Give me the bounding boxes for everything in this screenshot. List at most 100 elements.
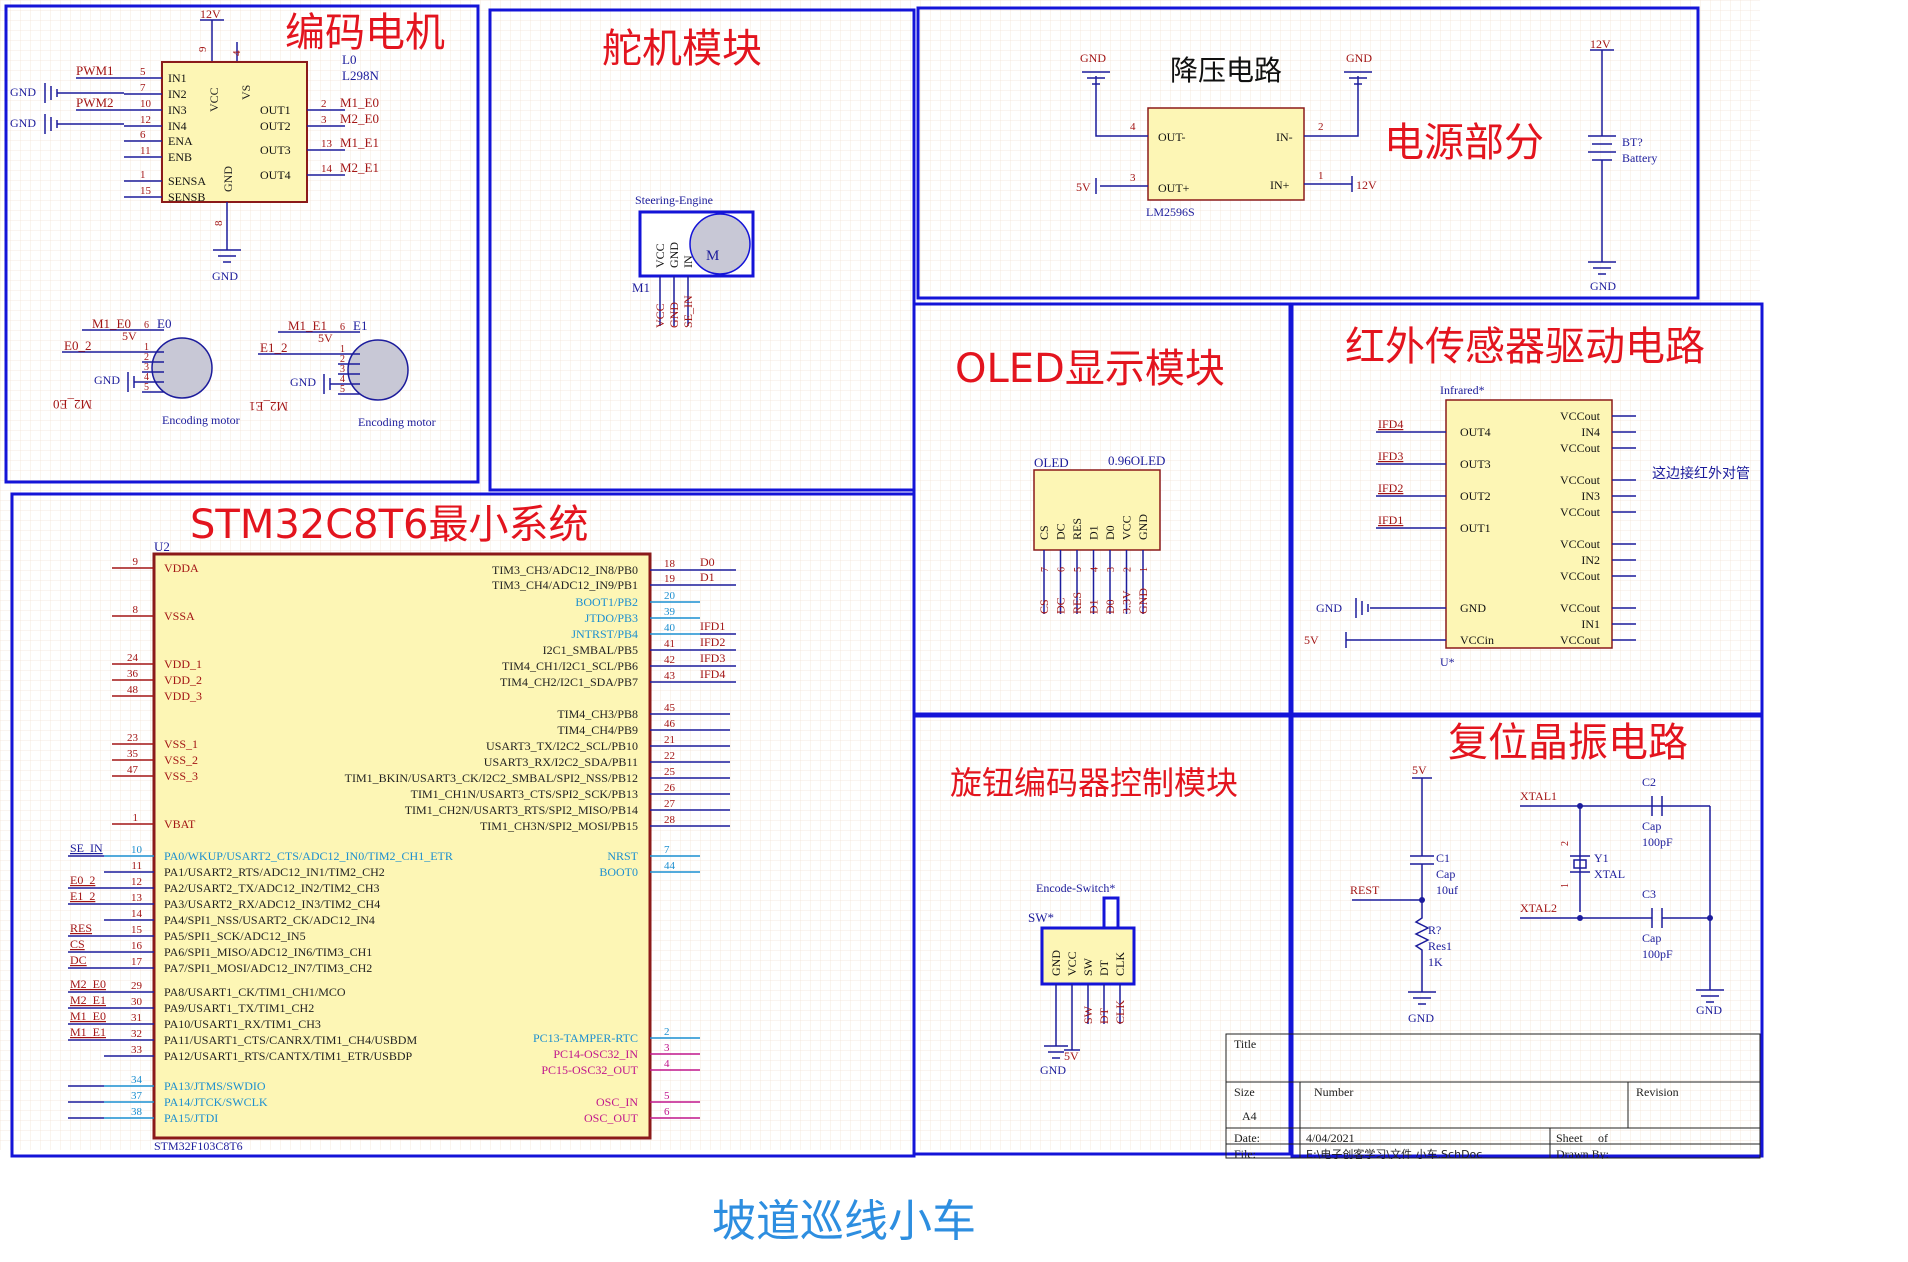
section-frame: [4, 4, 480, 484]
pin-number: 39: [664, 606, 676, 618]
lm2596-chip: [1147, 107, 1305, 201]
pin-name: PA14/JTCK/SWCLK: [164, 1095, 268, 1109]
pin-name: IN4: [1581, 425, 1600, 439]
pin-name: SW: [1081, 957, 1095, 976]
net-label: D1: [1087, 599, 1101, 614]
net-label: IFD1: [700, 619, 725, 633]
svg-text:C2: C2: [1642, 775, 1656, 789]
net-label: PWM2: [76, 95, 114, 110]
svg-text:GND: GND: [1696, 1003, 1722, 1017]
svg-text:GND: GND: [10, 116, 36, 130]
mcu-part: STM32F103C8T6: [154, 1139, 243, 1153]
pin-name: SENSA: [168, 174, 206, 188]
pin-number: 17: [131, 956, 143, 968]
net-label: DC: [70, 953, 87, 967]
pin-name: TIM4_CH2/I2C1_SDA/PB7: [500, 675, 638, 689]
svg-text:XTAL1: XTAL1: [1520, 789, 1557, 803]
of-label: of: [1598, 1131, 1608, 1145]
pin-name: VSS_1: [164, 737, 198, 751]
servo-section: 舵机模块 Steering-Engine M VCCVCCGNDGNDINSE_…: [488, 8, 916, 492]
pin-number: 45: [664, 702, 676, 714]
pin-name: TIM4_CH3/PB8: [557, 707, 638, 721]
net-label: GND: [667, 302, 681, 328]
section-title: OLED显示模块: [955, 346, 1225, 392]
pin-name: PA13/JTMS/SWDIO: [164, 1079, 266, 1093]
section-frame: [916, 6, 1700, 300]
motor-icon: [347, 339, 409, 401]
pin-name: PA8/USART1_CK/TIM1_CH1/MCO: [164, 985, 346, 999]
pin-number: 6: [144, 320, 149, 331]
svg-text:GND: GND: [1080, 51, 1106, 65]
svg-text:Y1: Y1: [1594, 851, 1609, 865]
oled-part: 0.96OLED: [1108, 453, 1165, 468]
pin-name: IN1: [168, 71, 187, 85]
pin-number: 3: [144, 362, 149, 373]
pin-number: 35: [127, 748, 139, 760]
pin-number: 1: [133, 812, 139, 824]
pin-number: 19: [664, 573, 676, 585]
pin-name: IN2: [168, 87, 187, 101]
svg-text:5V: 5V: [1412, 763, 1427, 777]
svg-text:2: 2: [1560, 841, 1571, 846]
pin-name: VCCout: [1560, 601, 1601, 615]
pin-number: 4: [1090, 567, 1101, 572]
pin-name: PA4/SPI1_NSS/USART2_CK/ADC12_IN4: [164, 913, 375, 927]
net-label: M1_E0: [92, 316, 131, 331]
pin-name: I2C1_SMBAL/PB5: [543, 643, 638, 657]
net-label: GND: [94, 373, 120, 387]
svg-text:LM2596S: LM2596S: [1146, 205, 1195, 219]
svg-text:4: 4: [1130, 121, 1136, 133]
pin-name: JNTRST/PB4: [571, 627, 638, 641]
pin-number: 8: [133, 604, 139, 616]
pin-name: VSS_3: [164, 769, 198, 783]
svg-text:4: 4: [231, 50, 243, 56]
l298n-chip: [161, 61, 308, 203]
pin-name: JTDO/PB3: [585, 611, 638, 625]
pin-name: USART3_RX/I2C2_SDA/PB11: [484, 755, 638, 769]
pin-name: RES: [1070, 518, 1084, 540]
pin-number: 3: [321, 114, 327, 126]
pin-name: GND: [1136, 514, 1150, 540]
power-section: 电源部分 降压电路 OUT- OUT+ IN- IN+ LM2596S 4 3 …: [916, 6, 1700, 300]
svg-text:OUT+: OUT+: [1158, 181, 1190, 195]
gnd-label: GND: [212, 269, 238, 283]
knob-ref: SW*: [1028, 910, 1054, 925]
section-title: 电源部分: [1384, 120, 1544, 166]
net-label: IFD3: [1378, 449, 1403, 463]
pin-number: 13: [321, 138, 333, 150]
pin-number: 6: [340, 322, 345, 333]
pin-number: 30: [131, 996, 143, 1008]
pin-number: 3: [340, 364, 345, 375]
svg-text:IN-: IN-: [1276, 130, 1293, 144]
pin-name: PA7/SPI1_MOSI/ADC12_IN7/TIM3_CH2: [164, 961, 372, 975]
svg-text:GND: GND: [221, 166, 235, 192]
pin-name: OSC_IN: [596, 1095, 638, 1109]
pin-number: 12: [140, 114, 151, 126]
title-block: [1225, 1033, 1761, 1159]
pin-number: 5: [144, 382, 149, 393]
net-label: DT: [1097, 1007, 1111, 1024]
net-label: 5V: [1064, 1049, 1079, 1063]
pin-number: 14: [321, 163, 333, 175]
svg-text:R?: R?: [1428, 923, 1441, 937]
pin-number: 2: [664, 1026, 670, 1038]
servo-label: Steering-Engine: [635, 193, 713, 207]
number-label: Number: [1314, 1085, 1353, 1099]
svg-text:Cap: Cap: [1642, 931, 1661, 945]
pin-name: PA2/USART2_TX/ADC12_IN2/TIM2_CH3: [164, 881, 380, 895]
pin-number: 37: [131, 1090, 143, 1102]
file-value: E:\电子创客学习\文件 小车.SchDoc: [1306, 1147, 1482, 1161]
pin-name: PC13-TAMPER-RTC: [533, 1031, 638, 1045]
pin-name: OUT2: [260, 119, 291, 133]
pin-name: VDD_2: [164, 673, 202, 687]
pin-name: VBAT: [164, 817, 196, 831]
net-label: E1_2: [70, 889, 95, 903]
pin-number: 2: [321, 98, 327, 110]
pin-name: ENA: [168, 134, 193, 148]
pin-name: TIM1_CH1N/USART3_CTS/SPI2_SCK/PB13: [411, 787, 638, 801]
section-frame: [1290, 302, 1764, 716]
pin-name: ENB: [168, 150, 192, 164]
pin-number: 10: [140, 98, 152, 110]
svg-text:8: 8: [213, 220, 225, 226]
